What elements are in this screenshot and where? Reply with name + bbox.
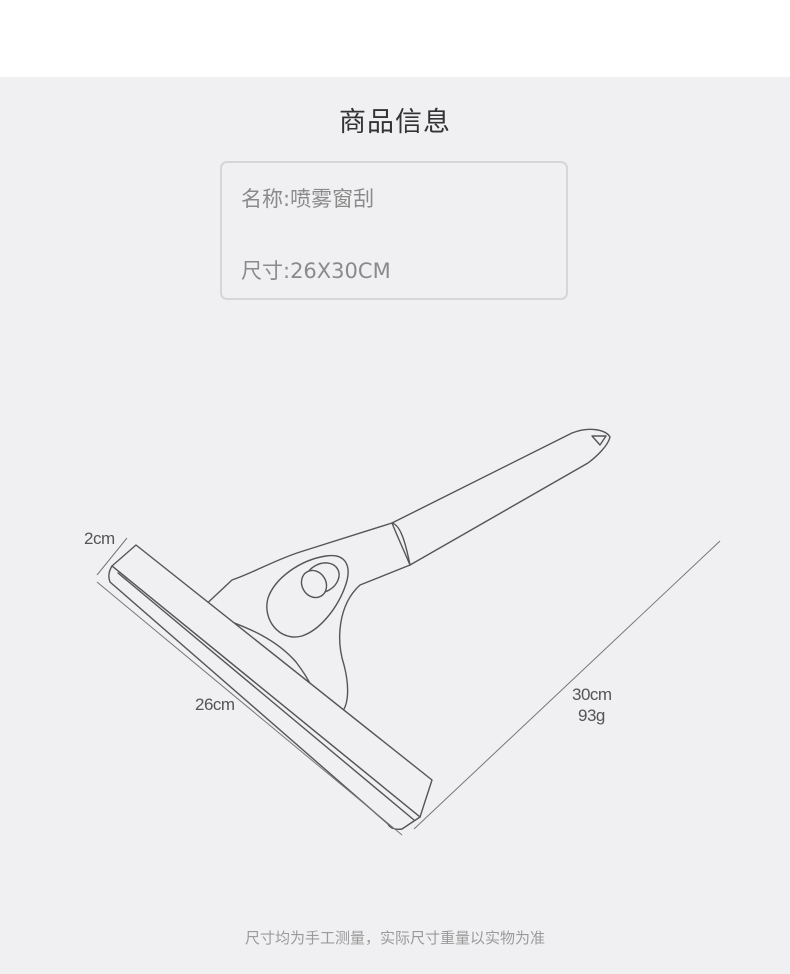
spray-knob <box>300 569 328 599</box>
product-info-box: 名称:喷雾窗刮 尺寸:26X30CM <box>220 161 568 300</box>
handle-tip <box>591 435 607 446</box>
dim-line-height <box>413 540 721 830</box>
handle-shape <box>391 428 611 566</box>
section-title: 商品信息 <box>339 107 451 138</box>
dim-line-thickness <box>96 537 128 576</box>
dim-label-weight: 93g <box>578 706 605 725</box>
dim-label-width: 26cm <box>195 695 235 714</box>
dim-line-width <box>96 581 403 836</box>
product-name: 名称:喷雾窗刮 <box>241 187 375 211</box>
dim-label-height: 30cm <box>572 685 612 704</box>
handle-ring <box>391 522 411 566</box>
footer-note: 尺寸均为手工测量，实际尺寸重量以实物为准 <box>244 929 545 947</box>
product-size: 尺寸:26X30CM <box>241 259 391 283</box>
dim-label-thickness: 2cm <box>84 529 115 548</box>
blade-edge-detail <box>117 572 415 821</box>
dimension-lines <box>96 537 721 836</box>
spray-squeegee-icon <box>108 428 611 830</box>
